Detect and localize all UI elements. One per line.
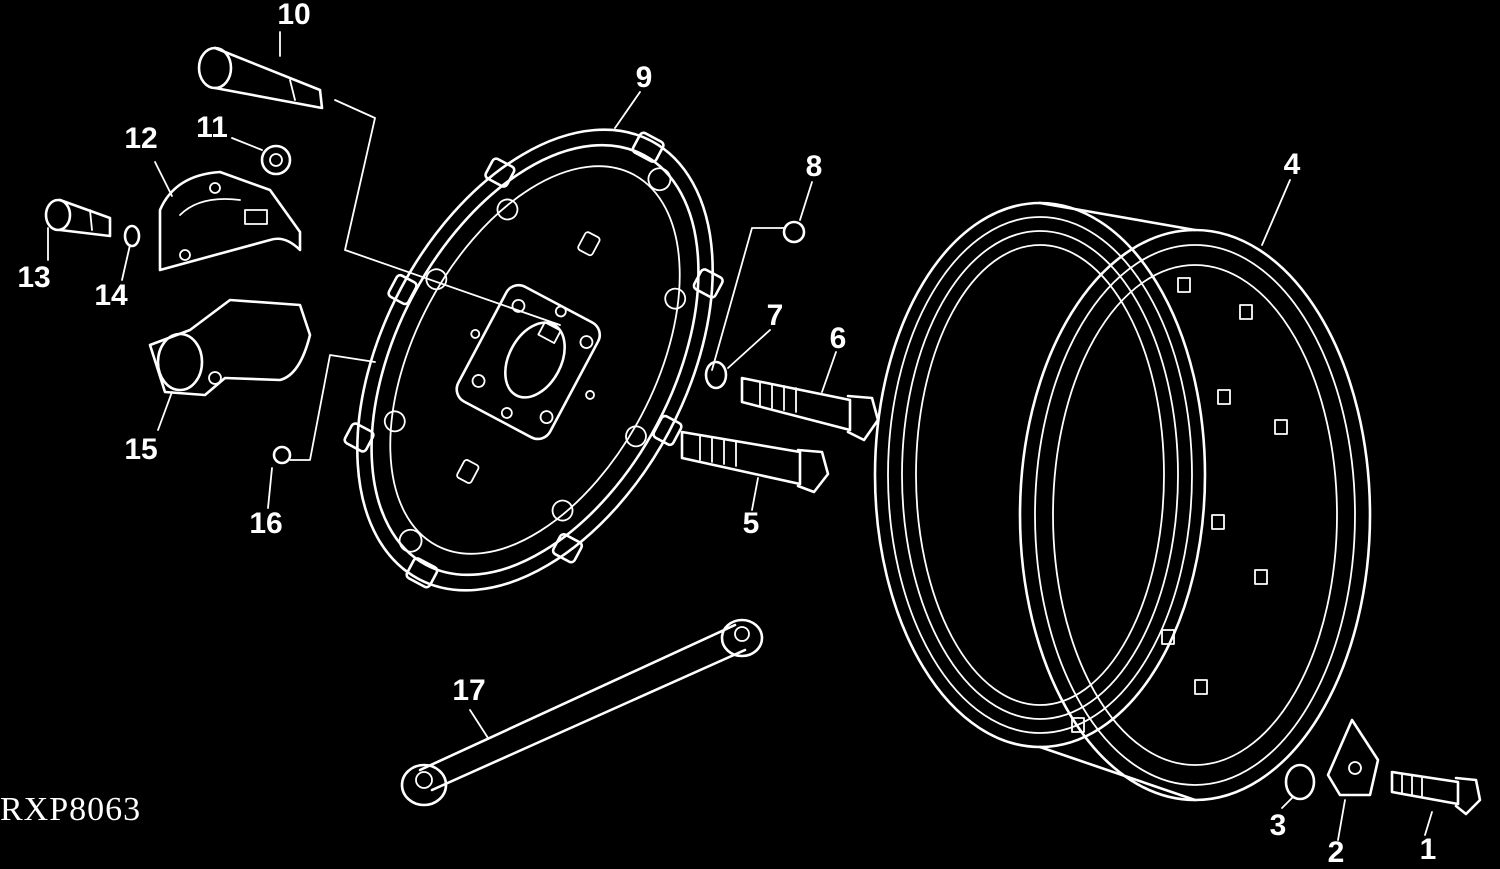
washer-part-14	[123, 224, 141, 248]
bolt-part-1	[1390, 770, 1482, 816]
wheel-rim-part-4	[873, 201, 1372, 802]
callout-1: 1	[1419, 833, 1437, 866]
nut-part-11	[260, 144, 292, 176]
callout-14: 14	[94, 279, 128, 312]
callout-2: 2	[1327, 836, 1345, 869]
callout-15: 15	[124, 433, 158, 466]
nut-part-8	[782, 220, 806, 244]
callout-10: 10	[277, 0, 311, 31]
callout-13: 13	[17, 261, 51, 294]
callout-5: 5	[742, 507, 760, 540]
nut-part-3	[1284, 763, 1316, 801]
callout-7: 7	[766, 299, 784, 332]
callout-12: 12	[124, 122, 158, 155]
capscrew-part-13	[44, 198, 112, 238]
callout-16: 16	[249, 507, 283, 540]
bolt-part-6	[740, 376, 880, 442]
bolt-part-10	[197, 46, 324, 110]
figure-id-label: RXP8063	[0, 791, 142, 828]
callout-4: 4	[1283, 148, 1301, 181]
bolt-part-5	[680, 430, 830, 494]
callout-8: 8	[805, 150, 823, 183]
callout-11: 11	[196, 111, 228, 144]
callout-17: 17	[452, 674, 486, 707]
leader-lines	[47, 31, 1433, 841]
callout-3: 3	[1269, 809, 1287, 842]
clamp-part-12	[158, 170, 302, 272]
callout-9: 9	[635, 61, 653, 94]
clamp-block-part-15	[148, 298, 312, 397]
rod-part-17	[400, 618, 764, 807]
callout-6: 6	[829, 322, 847, 355]
clip-part-2	[1326, 718, 1380, 797]
lockwasher-part-7	[704, 360, 728, 390]
nut-part-16	[272, 445, 292, 465]
wheel-disc-part-9	[343, 128, 724, 592]
